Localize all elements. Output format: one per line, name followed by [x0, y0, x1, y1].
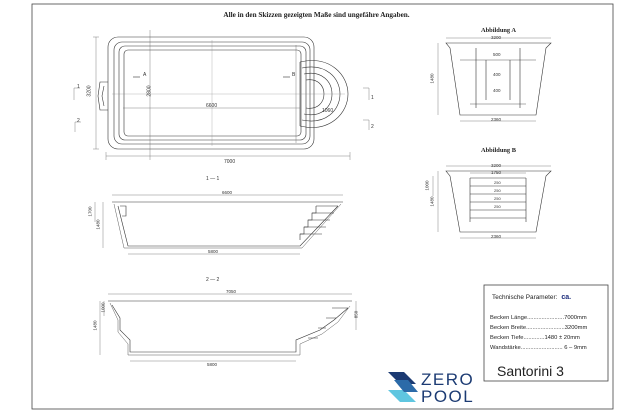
section-1-side-dim-1: 1480	[95, 219, 101, 230]
detail-b-side-dim-1: 1480	[429, 196, 435, 207]
section-2-side-dim-2: 1000	[100, 302, 106, 313]
section-1-top-dim: 6600	[222, 190, 233, 195]
parameters-box	[483, 284, 609, 382]
sheet-border	[31, 3, 614, 410]
plan-view	[97, 36, 349, 150]
brand-line-1: ZERO	[421, 370, 475, 389]
section-2-side-dim-1: 1480	[92, 320, 98, 331]
parameter-row-depth: Becken Tiefe.............1480 ± 20mm	[490, 335, 580, 341]
brand-line-2: POOL	[421, 387, 475, 406]
section-2-top-dim: 7050	[226, 289, 237, 294]
detail-a-side-dim: 1480	[429, 73, 435, 84]
stair-mark-b: B	[292, 72, 296, 78]
stair-mark-a: A	[143, 72, 147, 78]
parameter-row-wall: Wandstärke.......................... 6 –…	[490, 345, 587, 351]
section-mark-2-left: 2	[77, 118, 80, 124]
section-1-label: 1 — 1	[206, 176, 220, 182]
section-mark-1-right: 1	[371, 95, 374, 101]
header-notice: Alle in den Skizzen gezeigten Maße sind …	[223, 11, 410, 19]
detail-b-step-1: 250	[494, 180, 501, 185]
parameters-title-text: Technische Parameter:	[492, 294, 558, 301]
detail-a-height-1: 500	[493, 52, 501, 57]
detail-b-step-4: 250	[494, 204, 501, 209]
detail-b-title: Abbildung B	[481, 147, 516, 154]
detail-a-dimensions	[437, 37, 551, 122]
detail-a-top-dim: 3200	[491, 35, 502, 40]
detail-a-drawing	[445, 42, 552, 116]
detail-b-step-3: 250	[494, 196, 501, 201]
plan-width-label: 3200	[86, 85, 93, 97]
detail-b-bottom-dim: 2360	[491, 234, 502, 239]
parameter-row-length: Becken Länge.......................7000m…	[490, 315, 587, 321]
plan-inner-width-label: 2800	[146, 85, 153, 97]
detail-b-top-dim: 3200	[491, 163, 502, 168]
plan-length-label: 7000	[224, 159, 236, 165]
plan-stair-label: 1060	[322, 108, 334, 114]
detail-b-drawing	[445, 170, 552, 233]
section-1-side-dim-2: 1700	[87, 206, 93, 217]
parameters-unit-note: ca.	[561, 294, 572, 301]
detail-b-step-2: 250	[494, 188, 501, 193]
parameters-title: Technische Parameter:ca.	[492, 294, 571, 301]
zeropool-logo	[388, 372, 418, 402]
section-1-drawing	[112, 201, 343, 249]
section-2-side-dim-3: 850	[353, 310, 359, 319]
detail-b-mid-dim: 1750	[491, 170, 502, 175]
parameter-row-width: Becken Breite........................320…	[490, 325, 588, 331]
detail-a-height-3: 400	[493, 88, 501, 93]
detail-a-bottom-dim: 2360	[491, 117, 502, 122]
model-name: Santorini 3	[497, 363, 564, 379]
plan-dimensions	[73, 30, 370, 160]
detail-b-dimensions	[432, 165, 551, 239]
detail-a-height-2: 400	[493, 72, 501, 77]
section-mark-2-right: 2	[371, 124, 374, 130]
section-2-bottom-dim: 5800	[207, 362, 218, 367]
section-1-bottom-dim: 5800	[208, 249, 219, 254]
section-1-dimensions	[94, 194, 343, 255]
section-2-dimensions	[99, 293, 357, 362]
section-mark-1-left: 1	[77, 84, 80, 90]
plan-inner-length-label: 6600	[206, 103, 218, 109]
detail-b-side-dim-2: 1000	[424, 180, 430, 191]
section-2-drawing	[108, 300, 352, 356]
section-2-label: 2 — 2	[206, 277, 220, 283]
detail-a-title: Abbildung A	[481, 27, 516, 34]
